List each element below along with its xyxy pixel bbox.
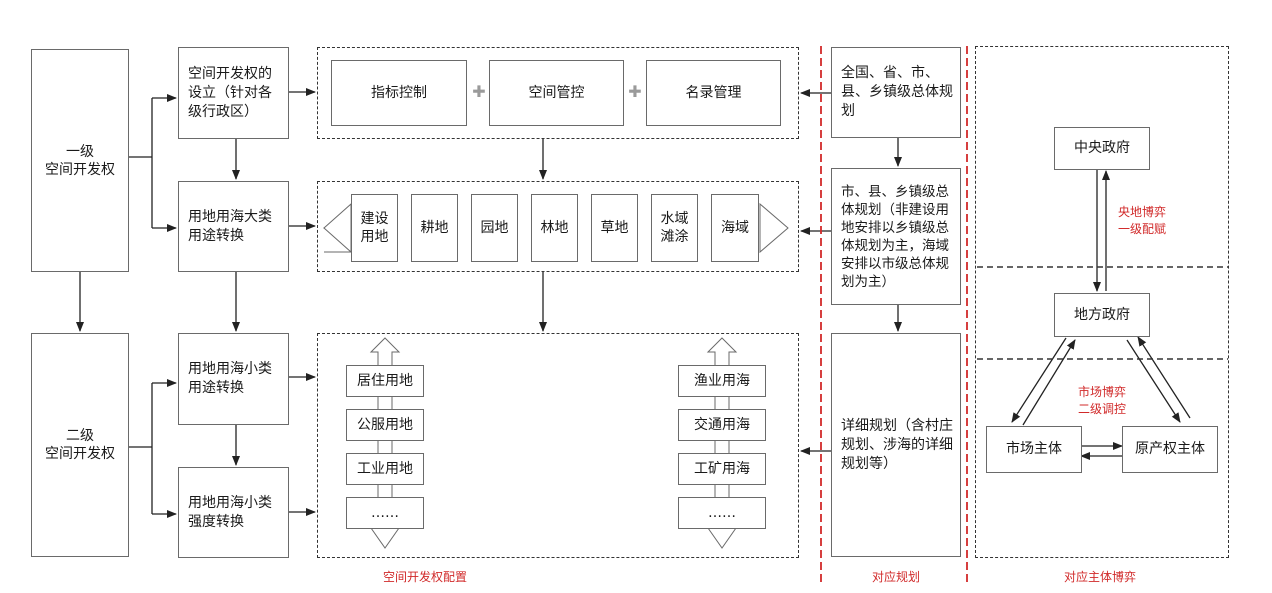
central-government: 中央政府 <box>1054 127 1150 170</box>
land-type-forest: 林地 <box>531 194 578 262</box>
land-more: …… <box>346 497 424 529</box>
original-owner: 原产权主体 <box>1122 426 1218 473</box>
land-type-farmland: 耕地 <box>411 194 458 262</box>
game-label-central-local: 央地博弈 一级配赋 <box>1117 205 1166 236</box>
detailed-plan: 详细规划（含村庄规划、涉海的详细规划等） <box>831 333 961 557</box>
market-subject: 市场主体 <box>986 426 1082 473</box>
caption-config: 空间开发权配置 <box>382 570 467 584</box>
land-type-water: 水域 滩涂 <box>651 194 698 262</box>
land-type-sea: 海域 <box>711 194 759 262</box>
game-label-market: 市场博弈 二级调控 <box>1077 385 1126 416</box>
land-type-construction: 建设 用地 <box>351 194 398 262</box>
game-area <box>975 46 1229 558</box>
land-type-garden: 园地 <box>471 194 518 262</box>
indicator-control: 指标控制 <box>331 60 467 126</box>
secondary-development-right: 二级 空间开发权 <box>31 333 129 557</box>
sea-industrial-mining: 工矿用海 <box>678 453 766 485</box>
land-residential: 居住用地 <box>346 365 424 397</box>
plus-icon: ✚ <box>628 82 642 101</box>
sea-transport: 交通用海 <box>678 409 766 441</box>
list-management: 名录管理 <box>646 60 781 126</box>
major-use-box: 用地用海大类用途转换 <box>178 181 289 272</box>
setup-box: 空间开发权的设立（针对各级行政区） <box>178 47 289 139</box>
land-public-service: 公服用地 <box>346 409 424 441</box>
sea-fishery: 渔业用海 <box>678 365 766 397</box>
config-group-1 <box>317 47 799 139</box>
local-government: 地方政府 <box>1054 293 1150 337</box>
sea-more: …… <box>678 497 766 529</box>
primary-development-right: 一级 空间开发权 <box>31 49 129 272</box>
caption-subjects: 对应主体博弈 <box>1063 570 1136 584</box>
land-industrial: 工业用地 <box>346 453 424 485</box>
minor-use-box: 用地用海小类用途转换 <box>178 333 289 425</box>
minor-intensity-box: 用地用海小类强度转换 <box>178 467 289 558</box>
config-group-2 <box>317 181 799 272</box>
plus-icon: ✚ <box>472 82 486 101</box>
spatial-control: 空间管控 <box>489 60 624 126</box>
national-plan: 全国、省、市、县、乡镇级总体规划 <box>831 47 961 138</box>
county-plan: 市、县、乡镇级总体规划（非建设用地安排以乡镇级总体规划为主，海域安排以市级总体规… <box>831 168 961 305</box>
config-group-3 <box>317 333 799 558</box>
caption-planning: 对应规划 <box>871 570 920 584</box>
land-type-grass: 草地 <box>591 194 638 262</box>
